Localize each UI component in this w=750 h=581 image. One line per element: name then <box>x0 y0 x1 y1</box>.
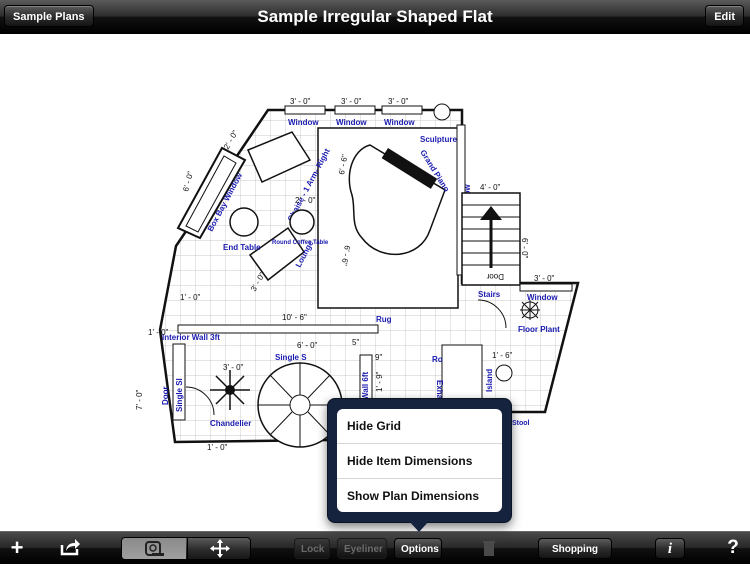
stool[interactable] <box>495 364 513 382</box>
window-3-label: Window <box>384 118 415 127</box>
island-label: Island <box>485 369 494 392</box>
bay-window[interactable] <box>176 146 247 240</box>
window-1-label: Window <box>288 118 319 127</box>
popover-arrow <box>408 520 430 532</box>
bottom-toolbar: + Lock Eyeliner Options <box>0 531 750 576</box>
share-icon[interactable] <box>58 532 82 564</box>
top-windows[interactable] <box>284 105 423 115</box>
wall-6ft-label: Wall 6ft <box>361 372 370 400</box>
floor-plan[interactable]: Rug Grand Piano 3' - 0" 3' - 0" 3' - 0" … <box>0 34 750 531</box>
page-title: Sample Irregular Shaped Flat <box>257 7 493 26</box>
floor-plant-label: Floor Plant <box>518 325 560 334</box>
floor-plant[interactable] <box>520 300 540 320</box>
single-stair-label: Single S <box>275 353 307 362</box>
options-popover: Hide Grid Hide Item Dimensions Show Plan… <box>327 398 512 523</box>
single-stair-left-label: Single Sl <box>175 378 184 412</box>
stairs-label: Stairs <box>478 290 501 299</box>
window-lower-label: Window <box>527 293 558 302</box>
window-lower[interactable] <box>519 283 573 292</box>
floor-plan-canvas[interactable]: Rug Grand Piano 3' - 0" 3' - 0" 3' - 0" … <box>0 34 750 531</box>
chaise-lounge[interactable] <box>247 131 312 282</box>
dim-left-2: 1' - 0" <box>180 293 201 302</box>
single-stair-left[interactable] <box>172 343 186 421</box>
dim-chandelier: 3' - 0" <box>223 363 244 372</box>
dim-chaise-1: 2' - 0" <box>222 129 240 151</box>
dim-interior-wall: 10' - 6" <box>282 313 307 322</box>
move-mode[interactable] <box>187 538 250 559</box>
sample-plans-button[interactable]: Sample Plans <box>4 5 94 27</box>
stool-label: Stool <box>512 420 530 427</box>
hide-grid-item[interactable]: Hide Grid <box>337 409 502 444</box>
ro-label: Ro <box>432 355 443 364</box>
dim-stairs-side: 6' - 0" <box>520 238 529 259</box>
tape-measure-mode[interactable] <box>122 538 186 559</box>
interior-wall[interactable] <box>177 324 379 334</box>
dim-chaise-2: 2' - 0" <box>295 196 316 205</box>
exhaust-label: Exha <box>435 380 444 400</box>
dim-window-3: 3' - 0" <box>388 97 409 106</box>
dim-5in: 5" <box>352 338 359 347</box>
end-table[interactable] <box>229 207 259 237</box>
rug-label: Rug <box>376 315 392 324</box>
end-table-label: End Table <box>223 243 261 252</box>
coffee-table[interactable] <box>289 209 315 235</box>
show-plan-dimensions-item[interactable]: Show Plan Dimensions <box>347 489 480 503</box>
door-swing <box>185 386 215 416</box>
stairs[interactable] <box>461 192 521 286</box>
dim-stairs: 4' - 0" <box>480 183 501 192</box>
interior-wall-label: Interior Wall 3ft <box>162 333 220 342</box>
dim-left-1: 1' - 0" <box>148 328 169 337</box>
chandelier-label: Chandelier <box>210 419 251 428</box>
options-button[interactable]: Options <box>394 538 442 559</box>
dim-bottom: 1' - 0" <box>207 443 228 452</box>
help-icon[interactable]: ? <box>727 537 739 558</box>
door-left-label: Door <box>161 386 170 405</box>
lock-button[interactable]: Lock <box>294 538 330 559</box>
plus-icon[interactable]: + <box>10 535 24 560</box>
chandelier[interactable] <box>210 370 250 410</box>
dim-window-lower: 3' - 0" <box>534 274 555 283</box>
info-button[interactable]: i <box>655 538 685 559</box>
hide-item-dimensions-item[interactable]: Hide Item Dimensions <box>337 444 502 479</box>
trash-icon[interactable] <box>481 532 497 564</box>
navigation-bar: Sample Plans Sample Irregular Shaped Fla… <box>0 0 750 34</box>
dim-spiral: 6' - 0" <box>297 341 318 350</box>
eyeliner-button[interactable]: Eyeliner <box>337 538 387 559</box>
dim-window-1: 3' - 0" <box>290 97 311 106</box>
door-right-label: Door <box>486 272 504 281</box>
sculpture-label: Sculpture <box>420 135 457 144</box>
dim-wall: 1' - 9" <box>375 371 384 392</box>
dim-piano-1: 6' - 6" <box>337 154 349 176</box>
grand-piano[interactable] <box>348 144 446 256</box>
dim-island: 1' - 6" <box>492 351 513 360</box>
shopping-list-button[interactable]: Shopping List <box>538 538 612 576</box>
door-swing-right <box>477 299 507 329</box>
mode-segmented-control[interactable] <box>121 537 251 560</box>
options-menu: Hide Grid Hide Item Dimensions Show Plan… <box>337 409 502 512</box>
dim-9in: 9" <box>375 353 382 362</box>
tape-measure-icon <box>145 541 164 556</box>
coffee-table-label: Round Coffee Table <box>272 240 329 246</box>
dim-piano-2: 6' - 6" <box>339 245 351 267</box>
dim-door-left: 7' - 0" <box>135 389 144 410</box>
dim-window-2: 3' - 0" <box>341 97 362 106</box>
window-2-label: Window <box>336 118 367 127</box>
edit-button[interactable]: Edit <box>705 5 744 27</box>
sculpture[interactable] <box>433 103 451 121</box>
dim-bay-window: 6' - 0" <box>181 170 195 192</box>
move-arrows-icon <box>210 539 230 558</box>
exhaust-hood[interactable] <box>441 344 483 406</box>
